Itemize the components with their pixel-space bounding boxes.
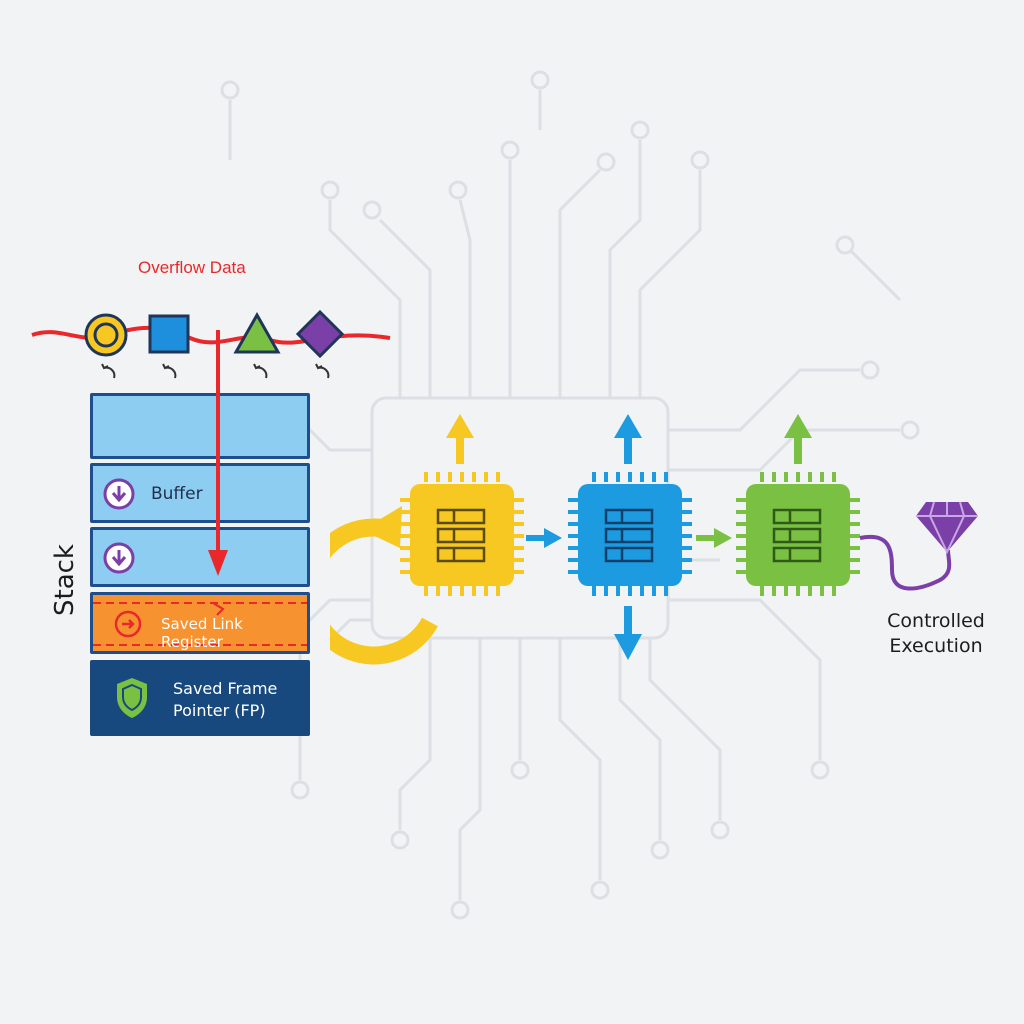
stack-slot-top	[90, 393, 310, 459]
controlled-execution-line-1: Controlled	[887, 610, 985, 632]
overflow-data-label: Overflow Data	[138, 258, 246, 277]
processor-flow	[330, 414, 978, 665]
triangle-shape	[233, 311, 281, 354]
shield-icon	[117, 678, 147, 718]
down-arrow-icon	[103, 478, 135, 510]
overflow-arrow	[208, 330, 228, 576]
down-arrow-icon	[103, 542, 135, 574]
overflow-data-stream	[31, 309, 391, 379]
square-shape	[148, 314, 190, 354]
saved-frame-pointer-label-1: Saved Frame	[173, 679, 278, 698]
buffer-slot: Buffer	[90, 463, 310, 523]
diamond-shape	[295, 309, 345, 359]
circle-shape	[84, 313, 128, 357]
cycle-arrow-icon	[114, 610, 142, 638]
controlled-execution-label: Controlled Execution	[880, 609, 992, 659]
chip-icon	[400, 472, 524, 596]
saved-frame-pointer-slot: Saved Frame Pointer (FP)	[90, 660, 310, 736]
saved-frame-pointer-label-2: Pointer (FP)	[173, 701, 266, 720]
saved-link-register-slot: Saved Link Register	[90, 592, 310, 654]
saved-link-register-label: Saved Link Register	[161, 615, 243, 651]
buffer-slot-2	[90, 527, 310, 587]
buffer-label: Buffer	[151, 484, 203, 504]
chip-icon	[736, 472, 860, 596]
cycle-arrow-icon	[330, 506, 438, 665]
overwrite-marks	[93, 602, 307, 646]
stack-label: Stack	[50, 544, 80, 616]
gem-icon	[916, 501, 978, 555]
chip-icon	[568, 472, 692, 596]
controlled-execution-line-2: Execution	[889, 635, 983, 657]
